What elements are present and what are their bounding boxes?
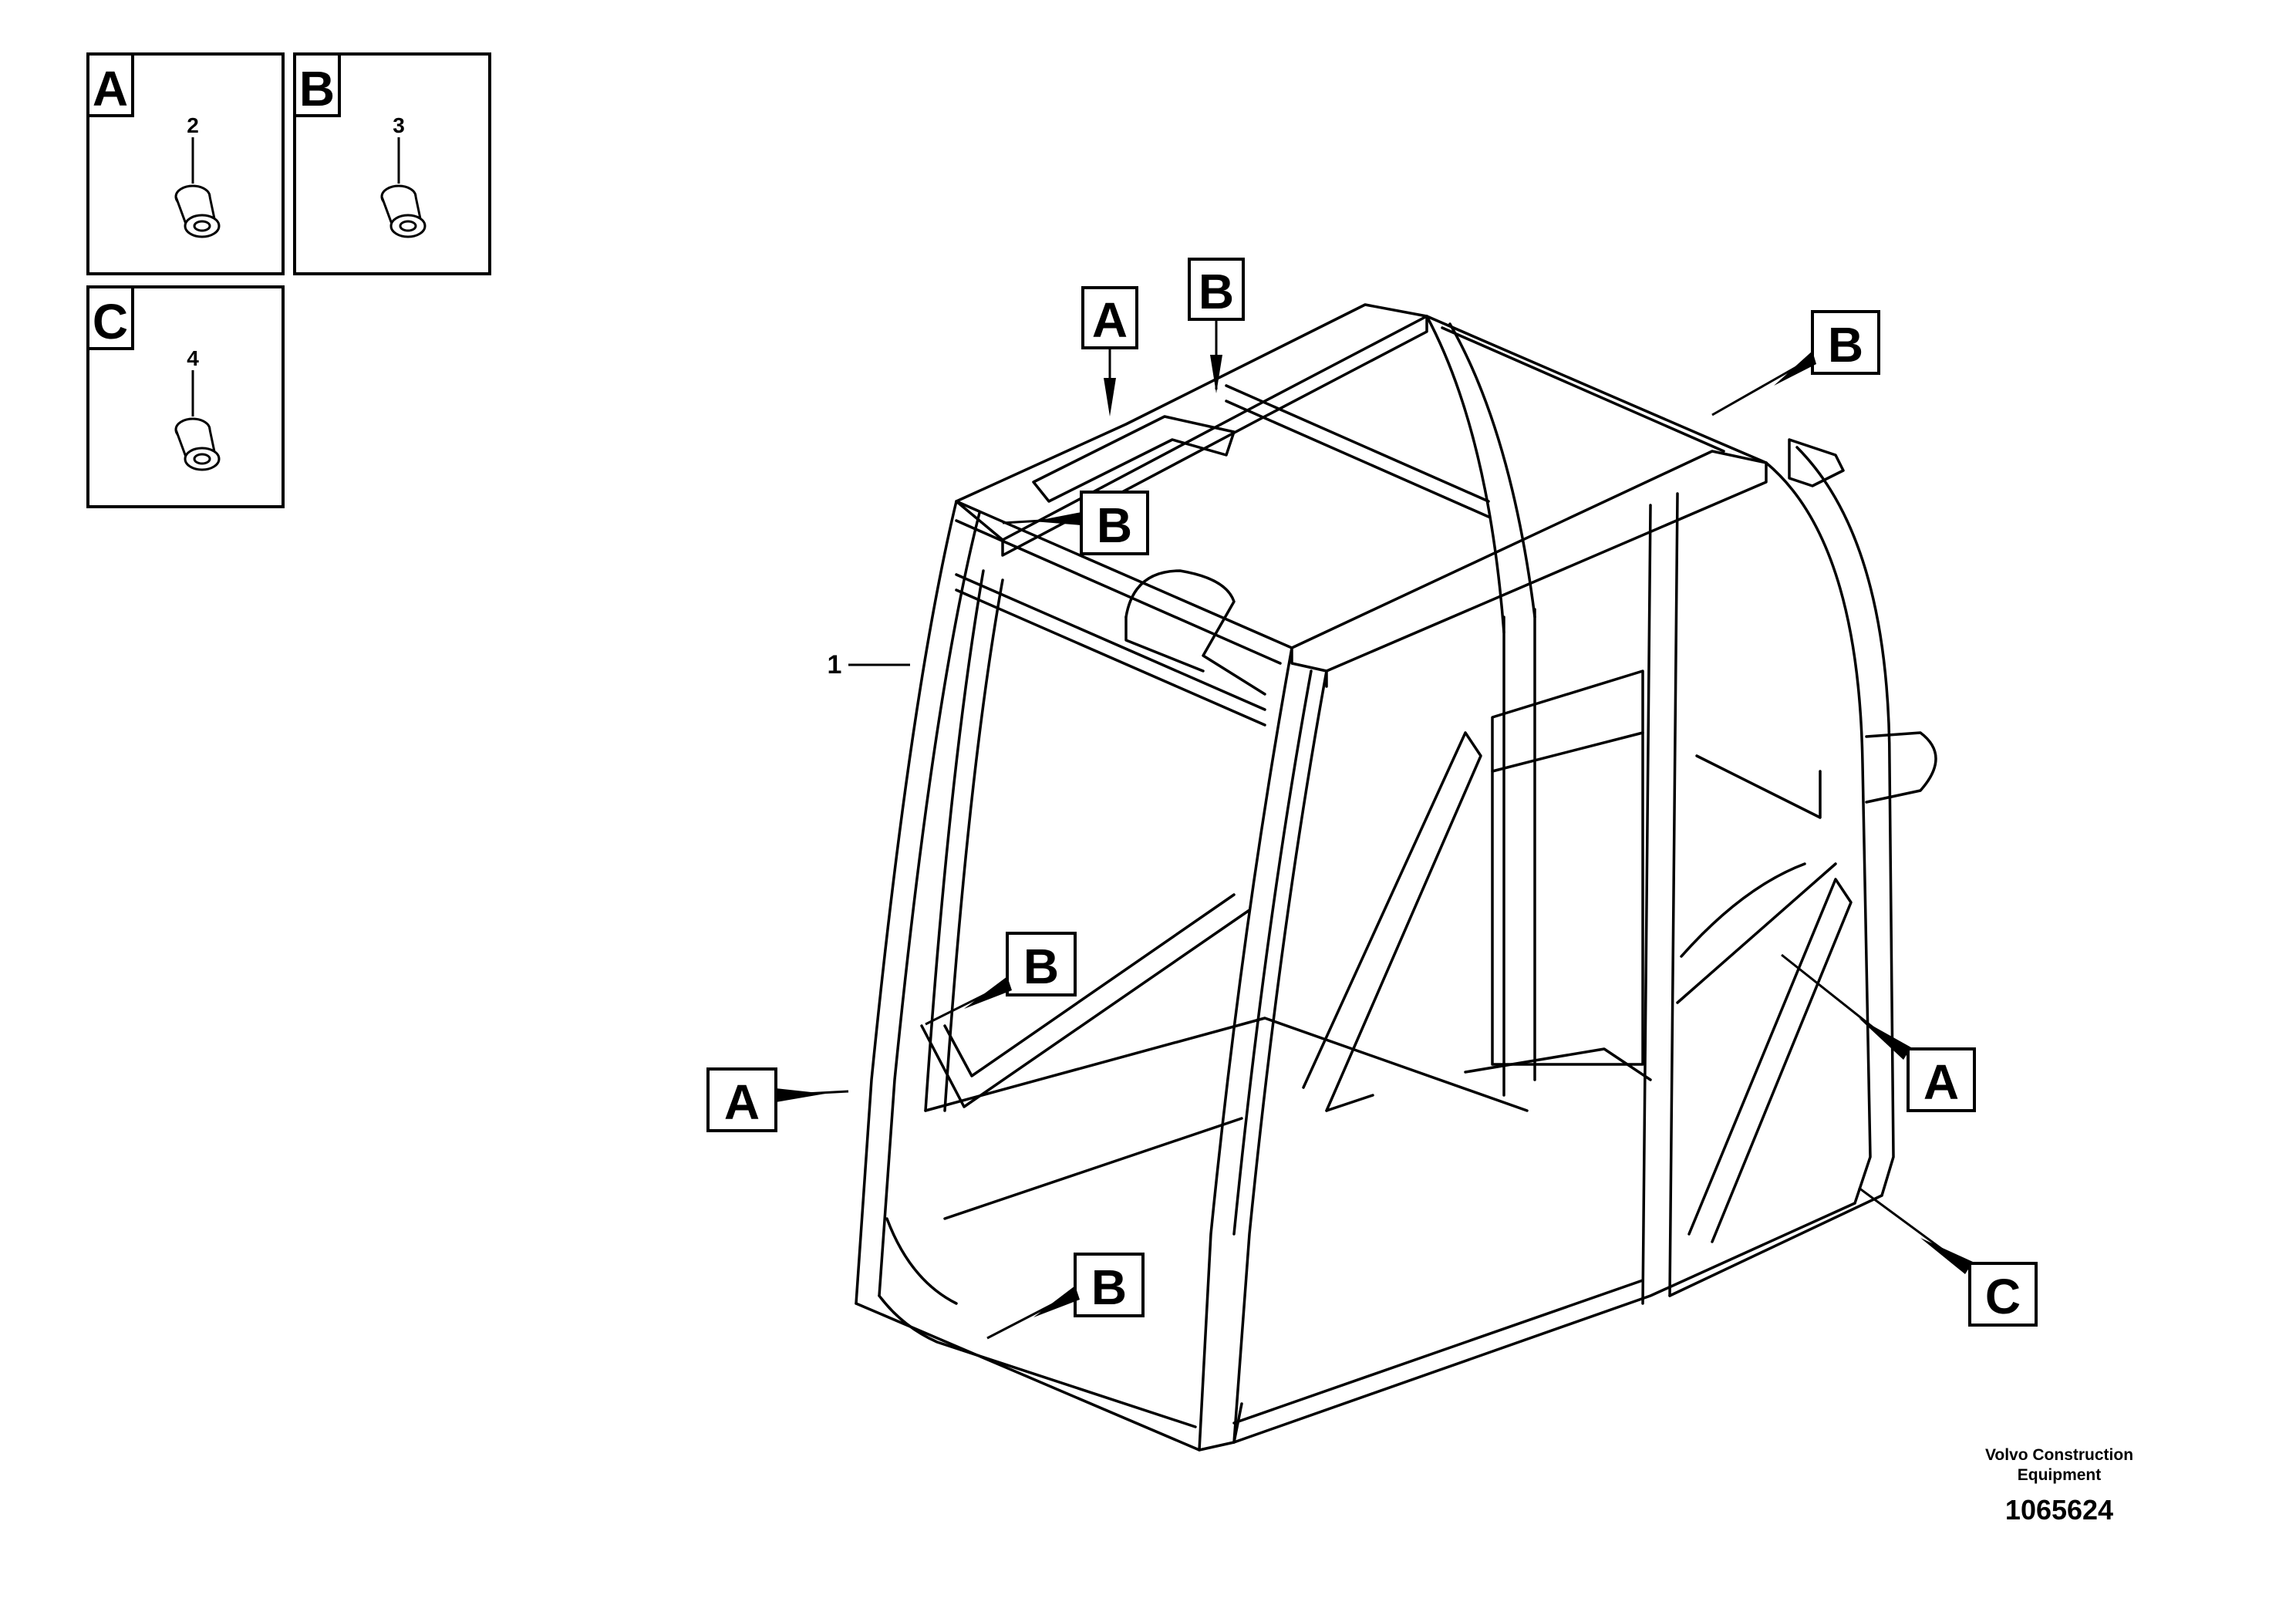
drawing-number: 1065624 <box>2004 1494 2114 1526</box>
credit-company-line2: Equipment <box>2017 1466 2102 1484</box>
credit-block: Volvo Construction Equipment 1065624 <box>1944 1445 2175 1527</box>
callout-b-floor: B <box>986 1253 1145 1340</box>
legend-part-number-3: 3 <box>393 113 405 137</box>
legend-box-c: C 4 <box>86 285 285 508</box>
cab-frame-drawing <box>855 303 1937 1452</box>
callout-a-front-pillar: A <box>706 1067 849 1132</box>
callout-b-roof-center: B <box>1188 258 1245 393</box>
legend-letter-a: A <box>93 61 128 116</box>
callout-a-rear-panel: A <box>1781 953 1976 1112</box>
svg-text:B: B <box>1023 939 1059 994</box>
svg-text:C: C <box>1985 1269 2021 1324</box>
svg-text:A: A <box>1092 292 1128 348</box>
callout-b-roof-rear: B <box>1711 310 1880 416</box>
svg-text:B: B <box>1828 317 1863 373</box>
callout-b-roof-front: B <box>1002 491 1149 555</box>
credit-company: Volvo Construction <box>1984 1446 2134 1464</box>
svg-text:B: B <box>1091 1259 1127 1315</box>
legend-box-b: B 3 <box>293 52 491 275</box>
svg-text:A: A <box>724 1074 760 1130</box>
legend-letter-b: B <box>299 61 335 116</box>
legend-part-number-4: 4 <box>187 346 199 370</box>
legend-letter-c: C <box>93 294 128 349</box>
callout-b-window: B <box>925 932 1077 1026</box>
callout-c-rear-sill: C <box>1858 1186 2038 1327</box>
svg-text:B: B <box>1199 264 1234 319</box>
legend-part-number-2: 2 <box>187 113 199 137</box>
svg-text:1: 1 <box>828 650 842 679</box>
callout-a-roof-left: A <box>1081 286 1138 416</box>
svg-text:A: A <box>1923 1054 1959 1110</box>
svg-text:B: B <box>1097 497 1132 553</box>
part-number-1: 1 <box>828 650 910 679</box>
legend-box-a: A 2 <box>86 52 285 275</box>
